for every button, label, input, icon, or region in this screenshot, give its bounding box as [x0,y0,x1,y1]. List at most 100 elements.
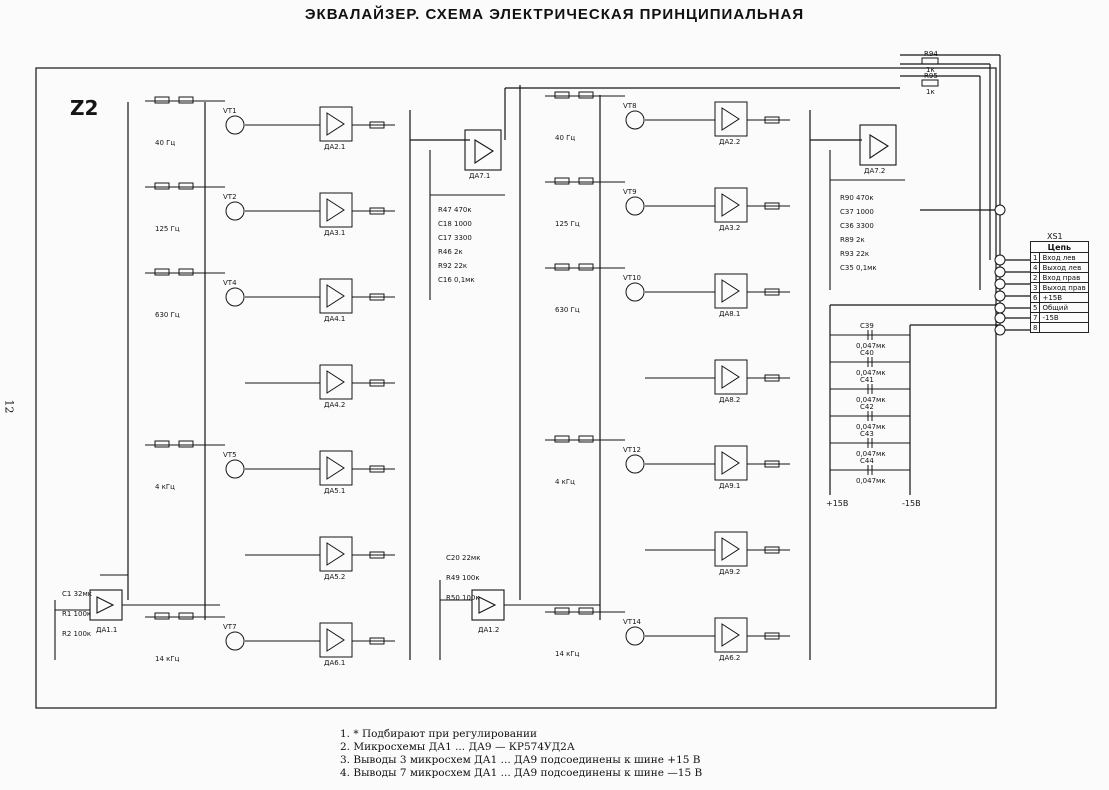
transistor-symbol [225,631,245,651]
transistor-symbol [625,196,645,216]
part-label: R89 2к [840,236,865,244]
transistor-label: VT9 [623,188,637,196]
note-1: 1. * Подбирают при регулировании [340,728,538,740]
opamp-label: ДА2.1 [324,143,345,151]
opamp-label: ДА9.1 [719,482,740,490]
band-cell [145,612,395,658]
resistor-value: 1к [926,88,935,96]
opamp-symbol [319,450,353,486]
band-frequency-label: 4 кГц [555,478,575,486]
connector-row: 7-15В [1029,312,1089,323]
connector-row: 6+15В [1029,292,1089,303]
opamp-symbol [319,106,353,142]
connector-signal: -15В [1039,312,1089,323]
band-cell [145,440,395,486]
connector-pin: 3 [1029,282,1041,293]
opamp-symbol [714,531,748,567]
connector-name: XS1 [1047,232,1063,241]
part-label: R90 470к [840,194,874,202]
decoupling-cap [830,330,910,340]
cap-name: C44 [860,457,874,465]
band-cell [145,268,395,314]
right-output-stage [829,124,905,290]
part-label: R92 22к [438,262,467,270]
decoupling-cap [830,465,910,475]
opamp-symbol [714,187,748,223]
opamp-symbol [319,622,353,658]
opamp-symbol [319,192,353,228]
connector-pin: 6 [1029,292,1041,303]
left-input-opamp: ДА1.1 [96,626,117,634]
transistor-symbol [625,626,645,646]
connector-signal [1039,322,1089,333]
part-label: C1 32мк [62,590,92,598]
opamp-label: ДА5.2 [324,573,345,581]
transistor-symbol [625,110,645,130]
band-cell [645,359,790,395]
part-label: R47 470к [438,206,472,214]
connector-pin: 5 [1029,302,1041,313]
band-frequency-label: 14 кГц [555,650,580,658]
resistor-value: 1к [926,66,935,74]
part-label: C17 3300 [438,234,472,242]
connector-row: 8 [1029,322,1089,333]
band-frequency-label: 4 кГц [155,483,175,491]
right-input-stage [439,580,600,660]
transistor-symbol [225,115,245,135]
opamp-symbol [714,273,748,309]
connector-pin: 8 [1029,322,1041,333]
transistor-label: VT12 [623,446,641,454]
transistor-symbol [225,287,245,307]
opamp-label: ДА6.1 [324,659,345,667]
board-label: Z2 [70,96,98,120]
cap-value: 0,047мк [856,477,886,485]
band-frequency-label: 125 Гц [155,225,180,233]
part-label: C20 22мк [446,554,480,562]
opamp-label: ДА8.2 [719,396,740,404]
note-2: 2. Микросхемы ДА1 ... ДА9 — КР574УД2А [340,741,575,753]
connector-signal: Выход лев [1039,262,1089,273]
part-label: R2 100к [62,630,91,638]
band-cell [145,96,395,142]
connector-signal: Выход прав [1039,282,1089,293]
opamp-label: ДА2.2 [719,138,740,146]
cap-value: 0,047мк [856,423,886,431]
opamp-symbol [319,536,353,572]
opamp-label: ДА9.2 [719,568,740,576]
opamp-label: ДА6.2 [719,654,740,662]
decoupling-capacitors: C390,047мкC400,047мкC410,047мкC420,047мк… [830,322,910,485]
connector-header: Цепь [1030,241,1089,253]
part-label: R49 100к [446,574,480,582]
transistor-symbol [625,282,645,302]
transistor-label: VT14 [623,618,642,626]
transistor-symbol [225,201,245,221]
band-cell [545,263,790,309]
part-label: C37 1000 [840,208,874,216]
band-cell [245,364,395,400]
transistor-label: VT5 [223,451,237,459]
opamp-label: ДА3.2 [719,224,740,232]
left-output-opamp: ДА7.1 [469,172,490,180]
band-frequency-label: 630 Гц [555,306,580,314]
connector-pin: 1 [1029,252,1041,263]
band-cell [245,536,395,572]
rail-negative-label: -15В [902,499,921,508]
opamp-symbol [714,445,748,481]
opamp-label: ДА4.1 [324,315,345,323]
decoupling-cap [830,357,910,367]
output-resistor [921,57,939,65]
cap-name: C42 [860,403,874,411]
opamp-label: ДА4.2 [324,401,345,409]
transistor-label: VT8 [623,102,637,110]
note-3: 3. Выводы 3 микросхем ДА1 ... ДА9 подсое… [340,754,701,766]
opamp-label: ДА3.1 [324,229,345,237]
